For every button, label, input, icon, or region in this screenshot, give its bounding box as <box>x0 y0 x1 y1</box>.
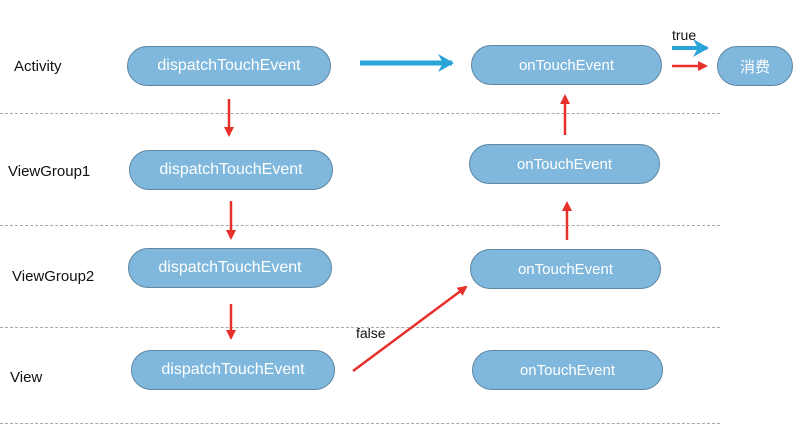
row-label-view: View <box>10 369 43 386</box>
row-divider <box>0 225 720 226</box>
true-label: true <box>672 27 697 43</box>
viewgroup1-dispatch-node: dispatchTouchEvent <box>129 150 333 190</box>
row-label-activity: Activity <box>14 58 62 75</box>
viewgroup2-ontouch-node: onTouchEvent <box>470 249 661 289</box>
row-divider <box>0 113 720 114</box>
row-label-viewgroup1: ViewGroup1 <box>8 163 91 180</box>
row-label-viewgroup2: ViewGroup2 <box>12 268 95 285</box>
row-divider <box>0 423 720 424</box>
false-label: false <box>356 325 386 341</box>
arrow-false-to-viewgroup2-ontouch <box>352 285 468 373</box>
view-dispatch-node: dispatchTouchEvent <box>131 350 335 390</box>
view-ontouch-node: onTouchEvent <box>472 350 663 390</box>
activity-ontouch-node: onTouchEvent <box>471 45 662 85</box>
row-divider <box>0 327 720 328</box>
consume-node: 消费 <box>717 46 793 86</box>
viewgroup1-ontouch-node: onTouchEvent <box>469 144 660 184</box>
activity-dispatch-node: dispatchTouchEvent <box>127 46 331 86</box>
viewgroup2-dispatch-node: dispatchTouchEvent <box>128 248 332 288</box>
